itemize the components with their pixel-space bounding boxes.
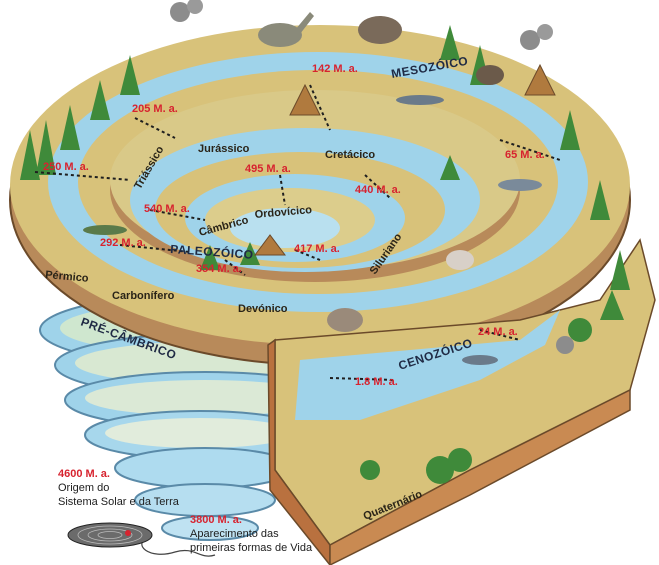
origin-age: 4600 M. a.: [58, 468, 110, 480]
life-line-2: primeiras formas de Vida: [190, 542, 313, 554]
solar-system-disc: [67, 522, 153, 548]
life-note: 3800 M. a. Aparecimento das primeiras fo…: [190, 514, 313, 554]
period-boundaries: [34, 84, 561, 381]
life-line-1: Aparecimento das: [190, 528, 279, 540]
trees: [20, 25, 630, 484]
age-label-354: 354 M. a.: [196, 263, 242, 275]
origin-line-2: Sistema Solar e da Terra: [58, 496, 180, 508]
age-label-417: 417 M. a.: [294, 243, 340, 255]
outer-ring: [9, 25, 631, 366]
age-label-142: 142 M. a.: [312, 63, 358, 75]
age-label-205: 205 M. a.: [132, 103, 178, 115]
age-label-24: 24 M. a.: [478, 326, 518, 338]
age-label-440: 440 M. a.: [355, 184, 401, 196]
origin-line-1: Origem do: [58, 482, 109, 494]
period-label-cretacico: Cretácico: [325, 149, 375, 161]
life-age: 3800 M. a.: [190, 514, 242, 526]
period-label-ordovicico: Ordovícico: [254, 204, 313, 221]
period-label-permico: Pérmico: [45, 269, 90, 285]
age-label-250: 250 M. a.: [43, 161, 89, 173]
dinosaurs: [83, 12, 542, 365]
period-label-carbonifero: Carbonífero: [112, 290, 175, 302]
origin-note: 4600 M. a. Origem do Sistema Solar e da …: [58, 468, 180, 508]
period-label-jurassico: Jurássico: [198, 143, 250, 155]
age-label-292: 292 M. a.: [100, 237, 146, 249]
period-label-devonico: Devónico: [238, 303, 288, 315]
age-label-65: 65 M. a.: [505, 149, 545, 161]
era-label-paleozoico: PALEOZÓICO: [170, 241, 254, 262]
age-label-1-8: 1.8 M. a.: [355, 376, 398, 388]
volcanoes: [170, 0, 574, 354]
age-label-540: 540 M. a.: [144, 203, 190, 215]
age-label-495: 495 M. a.: [245, 163, 291, 175]
